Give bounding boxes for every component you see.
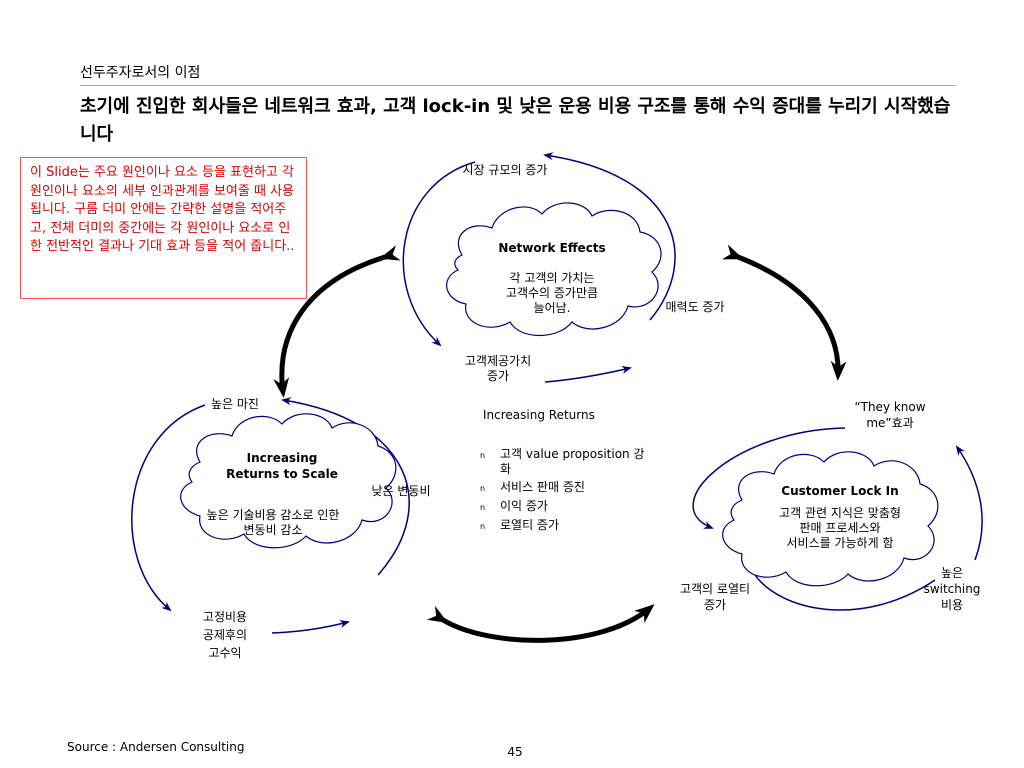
label-switching-cost-3: 비용 — [940, 598, 964, 612]
label-loyalty-1: 고객의 로열티 — [679, 582, 751, 596]
label-high-margin: 높은 마진 — [211, 397, 259, 411]
irs-title-2: Returns to Scale — [226, 467, 338, 481]
label-loyalty-2: 증가 — [703, 598, 727, 612]
customer-lock-in-line1: 고객 관련 지식은 맞춤형 — [779, 506, 901, 520]
left-cycle — [131, 397, 410, 634]
label-they-know-me-1: “They know — [854, 400, 926, 414]
label-customer-value-1: 고객제공가치 — [464, 354, 532, 368]
customer-lock-in-title: Customer Lock In — [781, 484, 899, 498]
label-market-growth: 시장 규모의 증가 — [462, 163, 548, 177]
right-cycle — [692, 427, 983, 611]
top-cycle-arc-left — [402, 161, 476, 347]
customer-lock-in-cloud — [722, 451, 939, 587]
bullet-marker: n — [480, 522, 486, 531]
arrow-right-link — [722, 244, 847, 381]
note-body: 는 주요 원인이나 요소 등을 표현하고 각 원인이나 요소의 세부 인과관계를… — [30, 165, 295, 254]
bullet-text: 고객 value proposition 강화 — [500, 447, 645, 476]
label-switching-cost-2: switching — [923, 582, 981, 596]
top-cycle-arc-bottom — [544, 365, 632, 383]
right-cycle-arc-bottom — [754, 574, 936, 611]
bullet-text: 서비스 판매 증진 — [500, 480, 585, 494]
bullet-text: 로열티 증가 — [500, 518, 560, 532]
customer-lock-in-line2: 판매 프로세스와 — [799, 521, 881, 535]
bullet-marker: n — [480, 484, 486, 493]
page-number: 45 — [507, 745, 523, 759]
title-divider — [80, 85, 956, 86]
source-citation: Source : Andersen Consulting — [67, 740, 245, 754]
section-title: 선두주자로서의 이점 — [80, 65, 201, 81]
right-cycle-arc-left — [692, 427, 846, 529]
network-effects-line1: 각 고객의 가치는 — [509, 271, 595, 285]
right-cycle-arc-right — [955, 445, 983, 561]
label-fixed-cost-3: 고수익 — [208, 646, 242, 660]
connecting-arrows — [273, 244, 847, 643]
left-cycle-arc-bottom — [271, 620, 350, 634]
bullet-text: 이익 증가 — [500, 499, 548, 513]
network-effects-line3: 늘어남. — [533, 301, 571, 315]
increasing-returns-cloud — [180, 413, 397, 549]
note-prefix: 이 — [30, 165, 47, 180]
network-effects-cloud — [446, 202, 662, 337]
irs-line2: 변동비 감소 — [243, 523, 303, 537]
label-switching-cost-1: 높은 — [940, 566, 964, 580]
left-cycle-arc-left — [131, 404, 206, 612]
irs-title-1: Increasing — [246, 451, 318, 465]
network-effects-line2: 고객수의 증가만큼 — [505, 286, 599, 300]
increasing-returns-title: Increasing Returns — [483, 408, 595, 422]
note-slide-word: Slide — [46, 165, 78, 180]
arrow-left-link — [273, 245, 401, 398]
label-attractiveness: 매력도 증가 — [665, 300, 725, 314]
bullet-marker: n — [480, 451, 486, 460]
arrow-bottom-link — [426, 604, 655, 643]
customer-lock-in-line3: 서비스를 가능하게 함 — [786, 536, 894, 550]
instruction-note: 이 Slide는 주요 원인이나 요소 등을 표현하고 각 원인이나 요소의 세… — [20, 157, 307, 299]
left-cycle-arc-right — [281, 397, 410, 576]
label-they-know-me-2: me”효과 — [866, 416, 914, 430]
label-fixed-cost-2: 공제후의 — [202, 628, 248, 642]
label-customer-value-2: 증가 — [486, 369, 510, 383]
top-cycle-arc-right — [543, 152, 676, 321]
network-effects-title: Network Effects — [498, 241, 606, 255]
label-fixed-cost-1: 고정비용 — [202, 610, 248, 624]
bullet-marker: n — [480, 503, 486, 512]
irs-line1: 높은 기술비용 감소로 인한 — [206, 508, 340, 522]
headline: 초기에 진입한 회사들은 네트워크 효과, 고객 lock-in 및 낮은 운용… — [80, 96, 951, 145]
top-cycle — [402, 152, 676, 383]
label-low-variable-cost: 낮은 변동비 — [371, 484, 431, 498]
